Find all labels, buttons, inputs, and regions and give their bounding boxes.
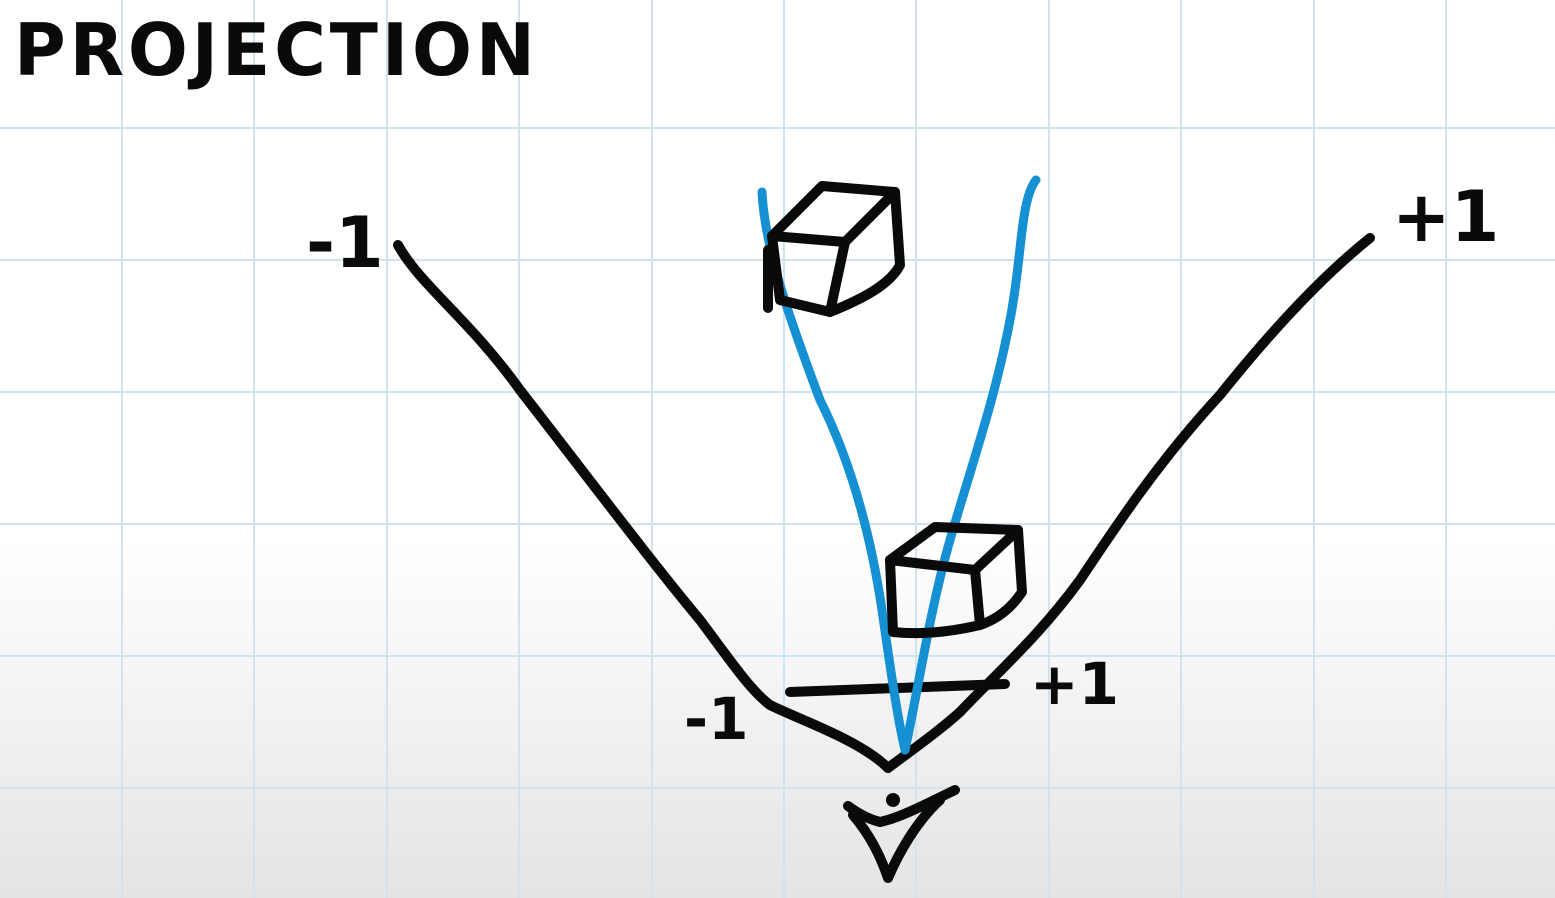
far-plane-right-label: +1 bbox=[1392, 176, 1500, 258]
near-cube-icon bbox=[885, 522, 1027, 639]
near-plane-right-label: +1 bbox=[1030, 650, 1119, 718]
far-cube-icon bbox=[763, 181, 905, 317]
inner-frustum-right bbox=[900, 175, 1041, 755]
eye-icon bbox=[843, 785, 960, 883]
near-plane-left-label: -1 bbox=[684, 685, 749, 753]
frustum-right-edge bbox=[883, 233, 1375, 773]
page-title: PROJECTION bbox=[14, 8, 539, 92]
far-plane-left-label: -1 bbox=[306, 202, 384, 284]
frustum-left-edge bbox=[393, 240, 893, 773]
